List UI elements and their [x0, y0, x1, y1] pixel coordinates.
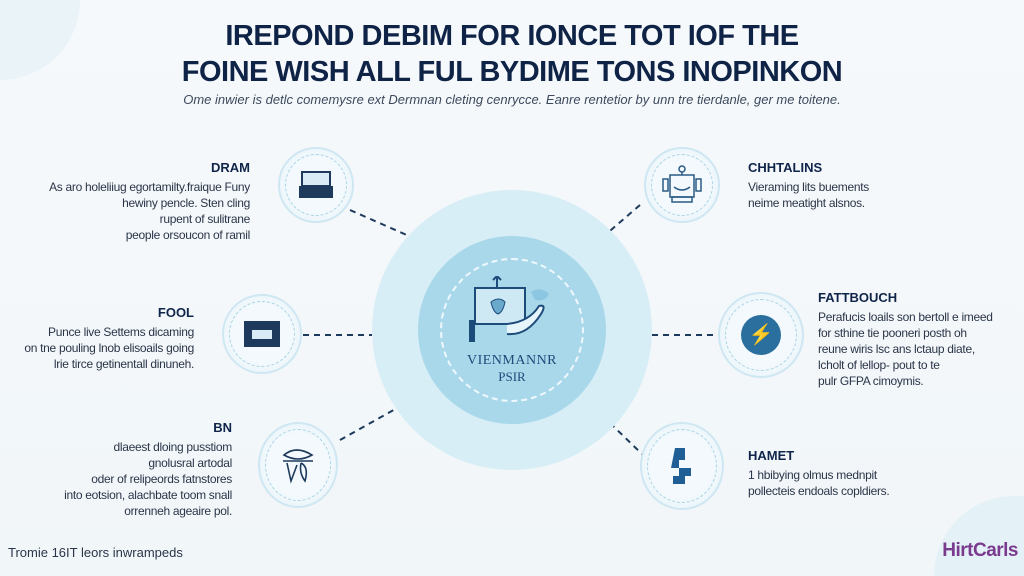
- item-title: FOOL: [157, 305, 194, 320]
- item-line: As aro holeliiug egortamilty.fraique Fun…: [49, 180, 250, 194]
- item-line: orrenneh ageaire pol.: [124, 504, 232, 518]
- node-chhtalins[interactable]: [644, 147, 720, 223]
- printer-icon: [299, 171, 333, 198]
- item-line: hewiny pencle. Sten cling: [122, 196, 250, 210]
- item-dram: DRAM As aro holeliiug egortamilty.fraiqu…: [10, 160, 250, 243]
- item-line: gnolusral artodal: [148, 456, 232, 470]
- item-title: FATTBOUCH: [818, 290, 898, 305]
- item-line: Punce live Settems dicaming: [48, 325, 194, 339]
- item-fool: FOOL Punce live Settems dicaming on tne …: [6, 305, 194, 372]
- machine-icon: [662, 165, 702, 203]
- item-line: pollecteis endoals copldiers.: [748, 484, 890, 498]
- item-line: lcholt of lellop- pout to te: [818, 358, 940, 372]
- footer-note: Tromie 16IT leors inwrampeds: [8, 545, 183, 560]
- node-hamet[interactable]: [640, 422, 724, 510]
- item-title: HAMET: [748, 448, 795, 463]
- lightning-icon: ⚡: [741, 315, 781, 355]
- title-line-1: IREPOND DEBIM FOR IONCE TOT IOF THE: [225, 20, 799, 52]
- connector-hamet: [609, 422, 644, 456]
- item-fattbouch: FATTBOUCH Perafucis loails son bertoll e…: [818, 290, 1016, 389]
- subtitle: Ome inwier is detlc comemysre ext Dermna…: [183, 92, 841, 107]
- item-line: rupent of sulitrane: [159, 212, 251, 226]
- connector-dram: [349, 209, 419, 241]
- item-line: people orsoucon of ramil: [125, 228, 251, 242]
- monitor-icon: [244, 321, 280, 347]
- brand-logo: HirtCarls: [942, 540, 1018, 561]
- item-line: lrie tirce getinentall dinuneh.: [53, 357, 194, 371]
- item-line: on tne pouling lnob elisoails going: [24, 341, 194, 355]
- node-dram[interactable]: [278, 147, 354, 223]
- item-line: dlaeest dloing pusstiom: [113, 440, 232, 454]
- node-bn[interactable]: [258, 422, 338, 508]
- item-line: neime meatight alsnos.: [748, 196, 865, 210]
- item-line: oder of relipeords fatnstores: [91, 472, 232, 486]
- item-title: DRAM: [211, 160, 250, 175]
- item-line: reune wiris lsc ans lctaup diate,: [818, 342, 975, 356]
- puzzle-icon: [671, 448, 691, 484]
- title-line-2: FOINE WISH ALL FUL BYDIME TONS INOPINKON: [181, 56, 843, 88]
- item-line: Vieraming lits buements: [748, 180, 869, 194]
- item-line: for sthine tie pooneri posth oh: [818, 326, 967, 340]
- item-title: CHHTALINS: [748, 160, 823, 175]
- item-line: into eotsion, alachbate toom snall: [64, 488, 232, 502]
- connector-chhtalins: [603, 204, 641, 237]
- node-fattbouch[interactable]: ⚡: [718, 292, 804, 378]
- center-hub: VIENMANNR PSIR: [418, 236, 606, 424]
- item-line: pulr GFPA cimoymis.: [818, 374, 924, 388]
- node-fool[interactable]: [222, 294, 302, 374]
- tools-icon: [282, 449, 314, 484]
- item-title: BN: [213, 420, 232, 435]
- item-bn: BN dlaeest dloing pusstiom gnolusral art…: [32, 420, 232, 519]
- item-hamet: HAMET 1 hbibying olmus mednpit pollectei…: [748, 448, 968, 499]
- item-line: Perafucis loails son bertoll e imeed: [818, 310, 993, 324]
- item-line: 1 hbibying olmus mednpit: [748, 468, 877, 482]
- item-chhtalins: CHHTALINS Vieraming lits buements neime …: [748, 160, 978, 211]
